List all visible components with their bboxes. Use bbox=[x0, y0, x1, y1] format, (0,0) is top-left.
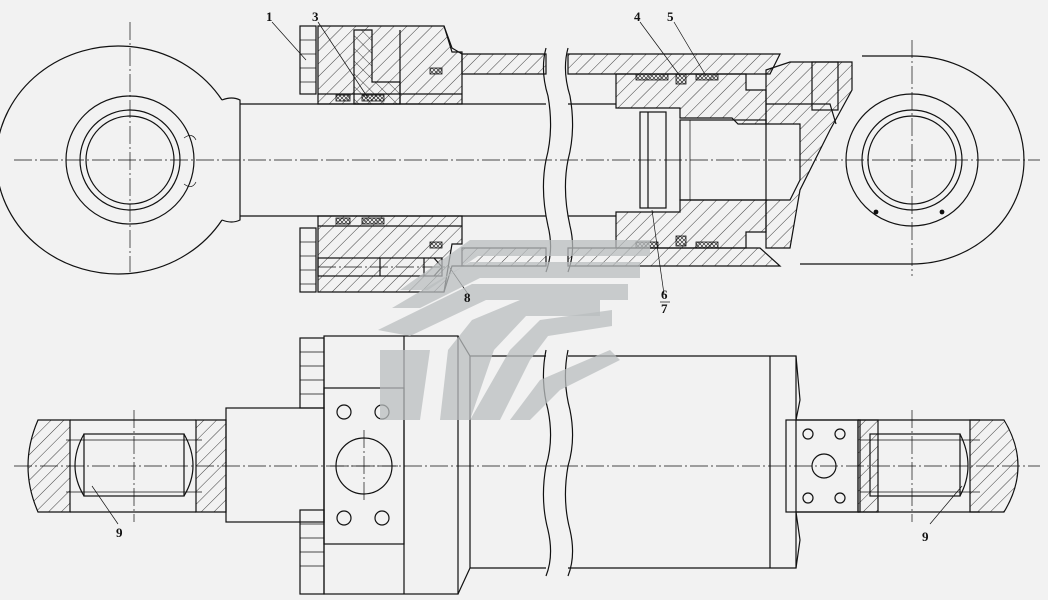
callout-labels: 1 3 4 5 8 6 7 9 9 bbox=[116, 9, 929, 544]
callout-7: 7 bbox=[661, 301, 668, 316]
cylinder-bottom-eye bbox=[765, 40, 1025, 276]
cylinder-head-top bbox=[317, 25, 463, 105]
head-block bbox=[299, 335, 459, 595]
watermark-logo bbox=[378, 240, 650, 420]
callout-6: 6 bbox=[661, 287, 668, 302]
left-rod-eye bbox=[0, 22, 241, 275]
right-end-block bbox=[785, 355, 1019, 569]
callout-4: 4 bbox=[634, 9, 641, 24]
callout-3: 3 bbox=[312, 9, 319, 24]
top-sectional-view bbox=[0, 21, 1040, 303]
gland-nut bbox=[299, 25, 317, 293]
callout-9-right: 9 bbox=[922, 529, 929, 544]
left-eye-side bbox=[27, 410, 227, 522]
callout-1: 1 bbox=[266, 9, 273, 24]
callout-5: 5 bbox=[667, 9, 674, 24]
callout-8: 8 bbox=[464, 290, 471, 305]
piston bbox=[615, 73, 767, 249]
bottom-exterior-view bbox=[14, 335, 1040, 595]
leaders-top bbox=[271, 21, 707, 303]
callout-9-left: 9 bbox=[116, 525, 123, 540]
